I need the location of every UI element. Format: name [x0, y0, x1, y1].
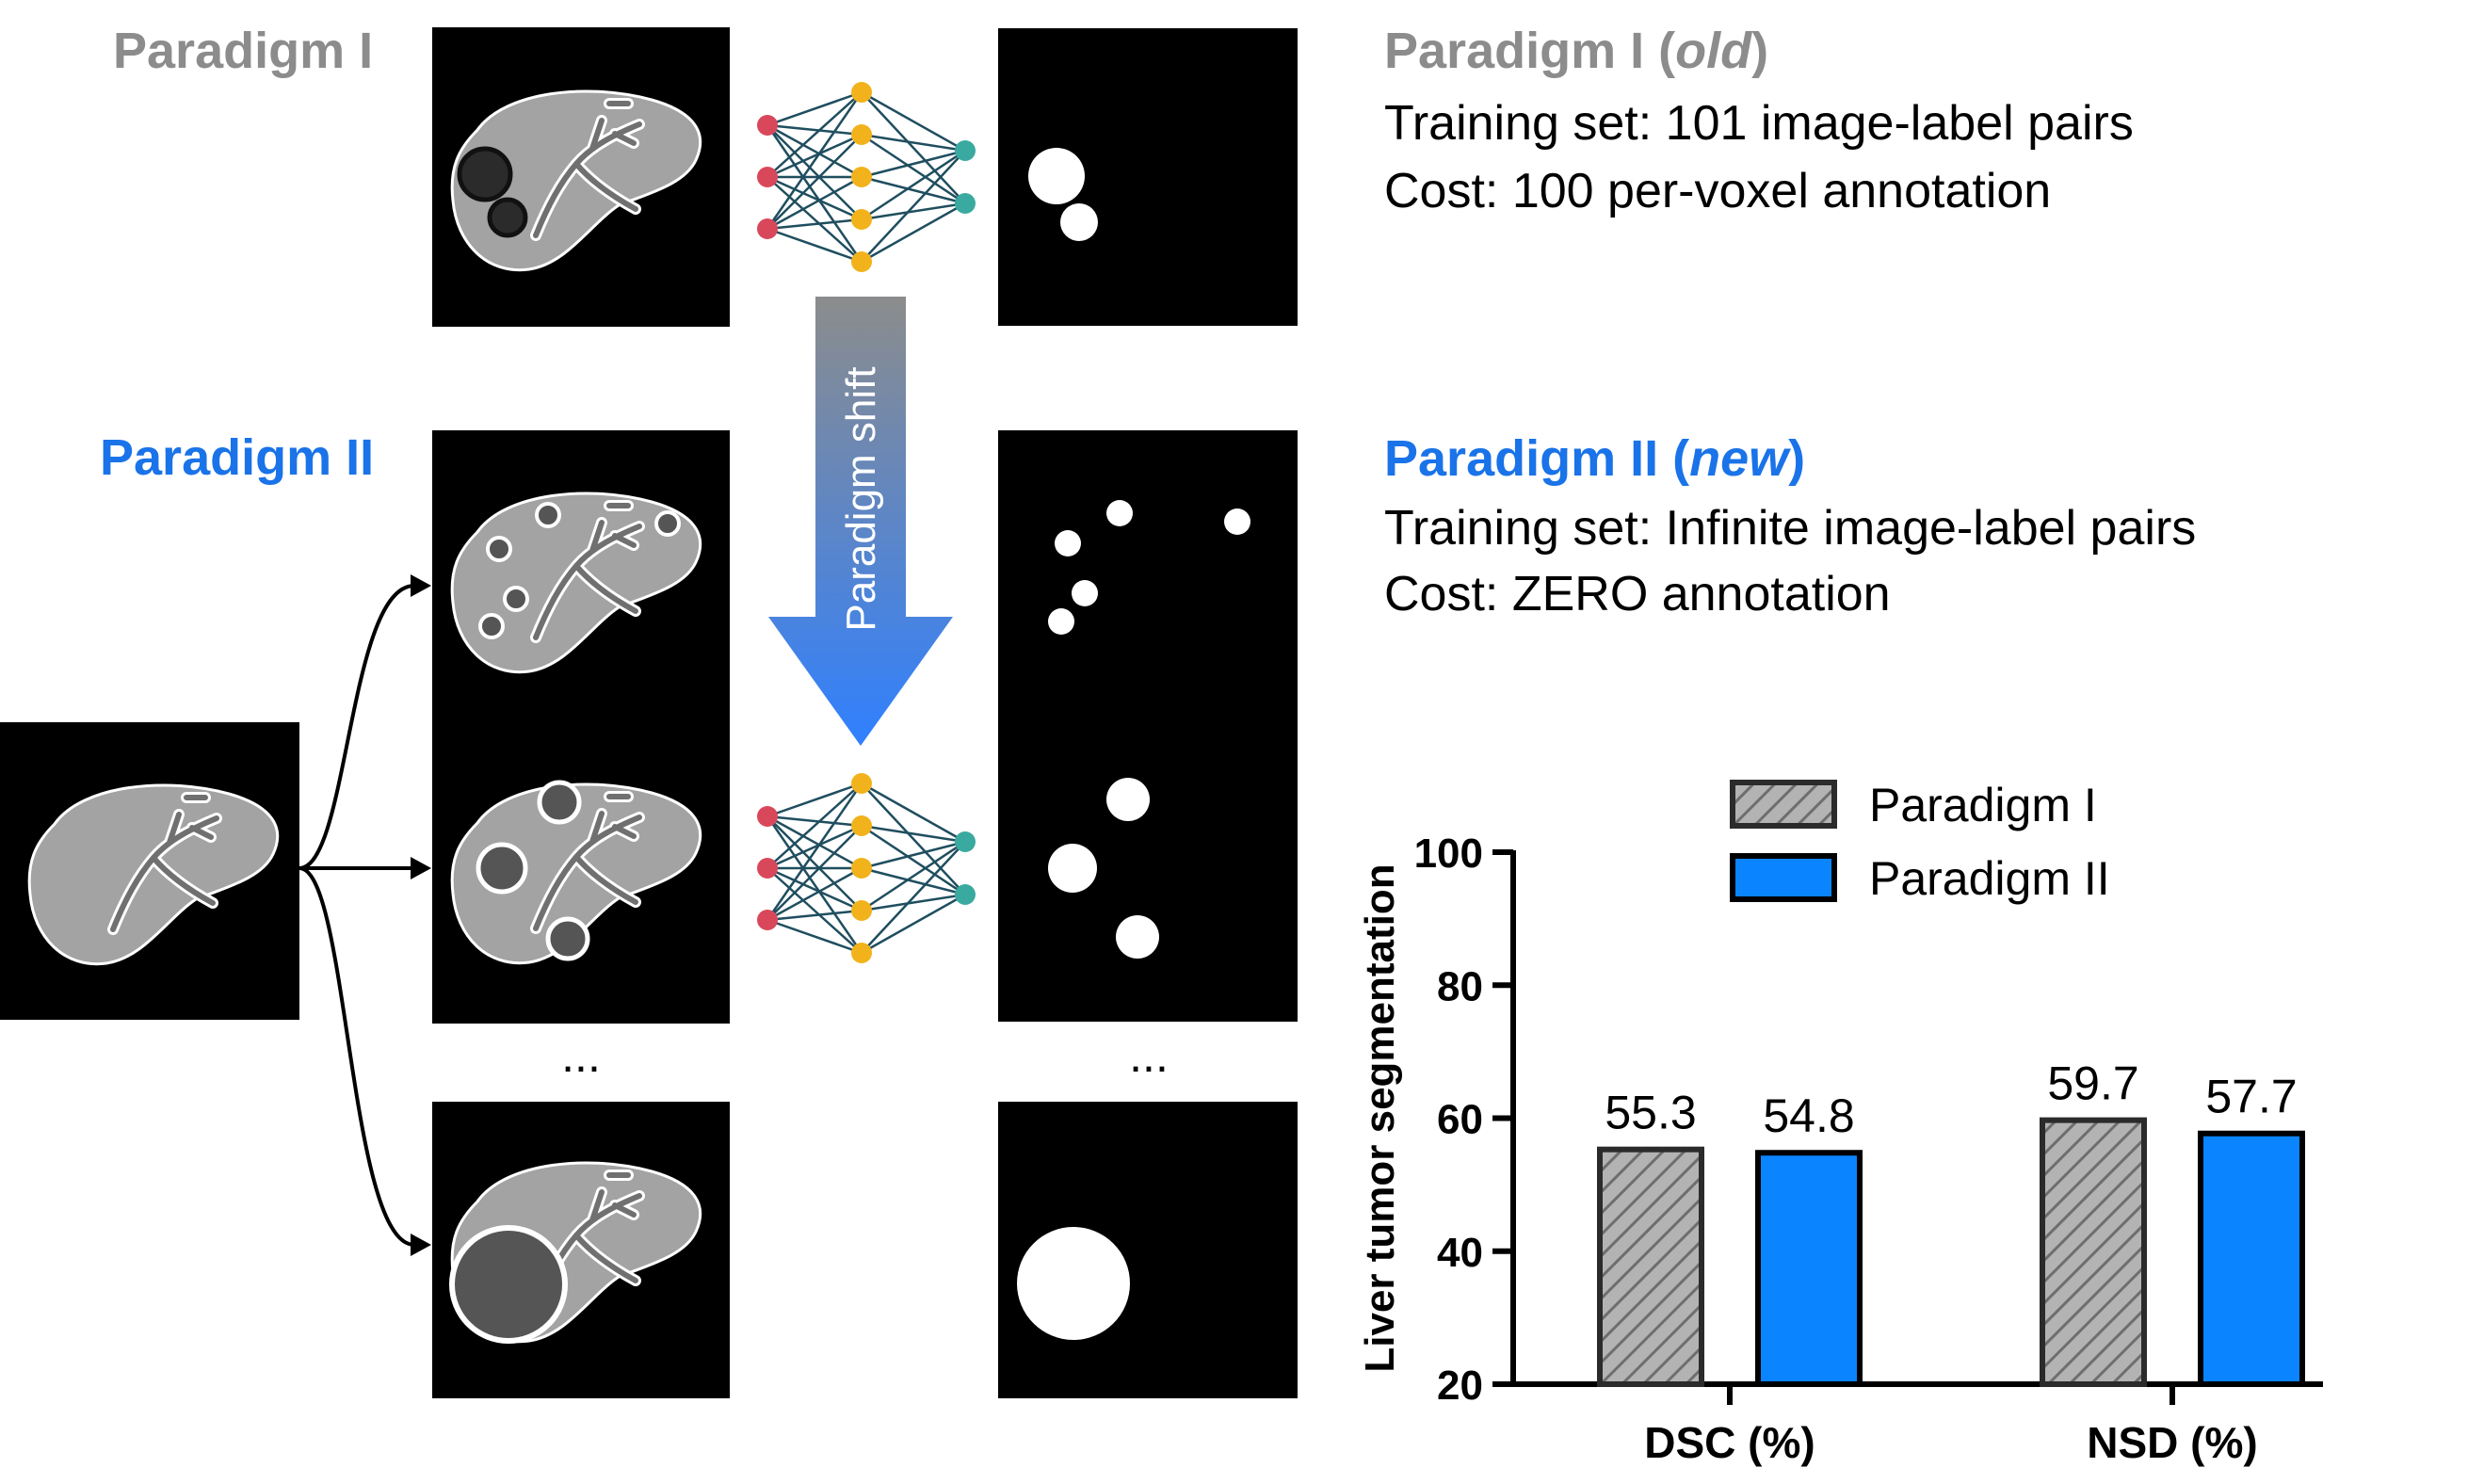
source-healthy-liver-image [0, 722, 299, 1020]
legend-swatch [1730, 780, 1837, 829]
synthetic-masks-top [998, 430, 1298, 1022]
bar-paradigm1-dsc [1597, 1146, 1704, 1387]
paradigm1-title: Paradigm I (old) [1384, 23, 1768, 79]
legend-swatch [1730, 853, 1837, 902]
synthetic-mask-large [998, 1102, 1298, 1398]
paradigm1-ct-image [432, 27, 730, 327]
y-tick-label: 80 [1437, 963, 1483, 1009]
synthesis-arrowheads [411, 574, 431, 1256]
paradigm2-training-set: Training set: Infinite image-label pairs [1384, 501, 2196, 556]
data-label: 59.7 [2047, 1057, 2138, 1110]
paradigm2-cost: Cost: ZERO annotation [1384, 567, 1891, 621]
y-tick-label: 60 [1437, 1097, 1483, 1143]
paradigm1-label: Paradigm I [113, 23, 373, 79]
paradigm2-label: Paradigm II [100, 429, 374, 486]
y-tick-label: 100 [1414, 831, 1483, 877]
paradigm1-network-icon [755, 80, 977, 274]
x-tick-label: NSD (%) [2087, 1418, 2257, 1467]
legend-label: Paradigm II [1869, 852, 2110, 905]
paradigm-shift-arrow: Paradigm shift [768, 297, 953, 746]
paradigm2-network-icon [755, 771, 977, 965]
y-tick-label: 20 [1437, 1363, 1483, 1409]
ellipsis-images: ... [561, 1029, 601, 1082]
data-label: 55.3 [1605, 1087, 1696, 1139]
paradigm-shift-label: Paradigm shift [838, 366, 884, 631]
paradigm1-label-mask [998, 28, 1298, 326]
y-tick-label: 40 [1437, 1230, 1483, 1276]
synthesis-arrows [298, 584, 415, 1247]
data-label: 57.7 [2205, 1071, 2297, 1123]
paradigm1-cost: Cost: 100 per-voxel annotation [1384, 164, 2051, 218]
synthetic-image-medium-tumors [452, 782, 701, 963]
bar-paradigm2-nsd [2198, 1130, 2305, 1388]
x-tick-label: DSC (%) [1644, 1418, 1815, 1467]
data-label: 54.8 [1763, 1089, 1854, 1142]
bar-paradigm2-dsc [1755, 1150, 1863, 1387]
paradigm1-training-set: Training set: 101 image-label pairs [1384, 96, 2134, 151]
legend-label: Paradigm I [1869, 779, 2097, 831]
ellipsis-masks: ... [1129, 1029, 1169, 1082]
bar-paradigm1-nsd [2040, 1117, 2147, 1388]
synthetic-image-large-tumor [432, 1102, 730, 1398]
y-axis-label: Liver tumor segmentation [1357, 863, 1403, 1372]
paradigm2-title: Paradigm II (new) [1384, 430, 1805, 487]
